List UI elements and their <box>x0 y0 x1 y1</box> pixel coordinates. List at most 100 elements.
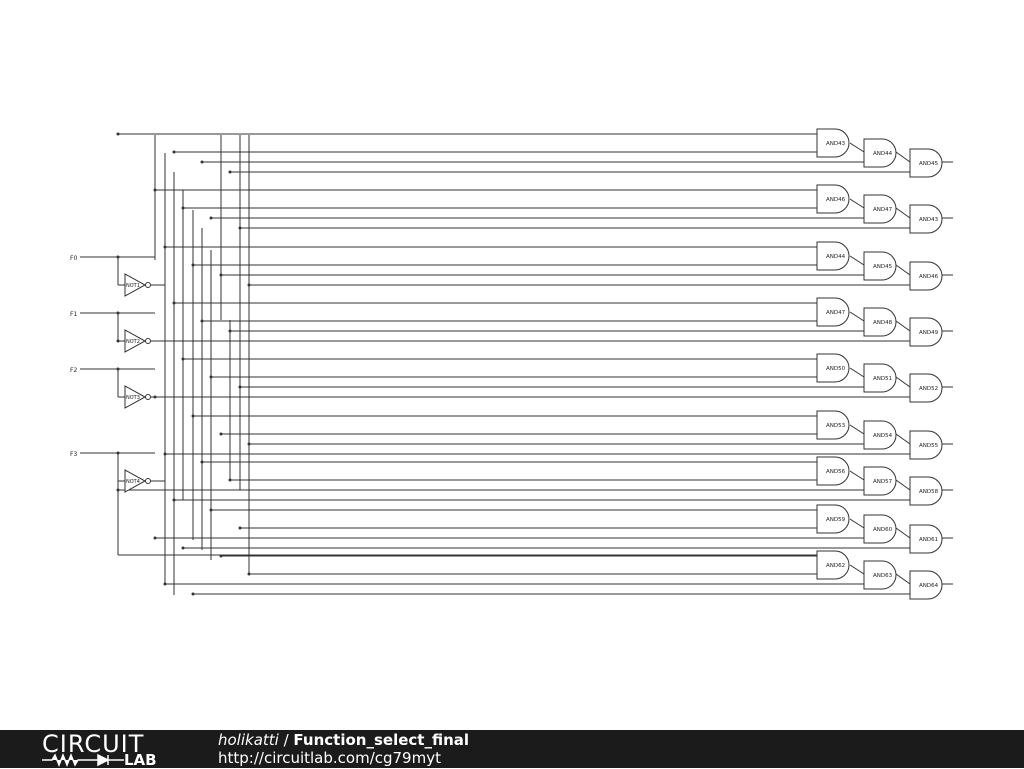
not-gate-label: NOT1 <box>126 283 140 289</box>
and-gate: AND43 <box>816 128 850 158</box>
junction-dot <box>247 283 251 287</box>
resistor-diode-icon <box>42 753 124 767</box>
and-gate-label: AND60 <box>873 527 893 533</box>
and-gate: AND47 <box>863 194 897 224</box>
junction-dot <box>116 132 120 136</box>
and-gate: AND46 <box>816 184 850 214</box>
and-gate-body <box>863 138 897 168</box>
junction-dot <box>191 263 195 267</box>
and-gate: AND43 <box>909 204 943 234</box>
and-gate-body <box>909 570 943 600</box>
junction-dot <box>200 460 204 464</box>
junction-dot <box>181 546 185 550</box>
and-gate-body <box>816 184 850 214</box>
and-gate-body <box>863 420 897 450</box>
chain-wire <box>895 376 911 388</box>
and-gate: AND61 <box>909 524 943 554</box>
not-gate-bubble <box>145 338 151 344</box>
junction-dot <box>238 526 242 530</box>
wires <box>80 133 953 595</box>
and-gate: AND45 <box>909 148 943 178</box>
author-name[interactable]: holikatti <box>218 731 279 749</box>
and-gate-body <box>909 476 943 506</box>
not-gate-body <box>124 385 147 409</box>
and-gate: AND53 <box>816 410 850 440</box>
and-gate: AND63 <box>863 560 897 590</box>
junction-dot <box>181 357 185 361</box>
not-gate-bubble <box>145 478 151 484</box>
and-gate-label: AND62 <box>826 563 845 569</box>
and-gate-body <box>816 353 850 383</box>
input-label: F1 <box>70 311 77 318</box>
junction-dot <box>116 255 120 259</box>
junction-dot <box>116 367 120 371</box>
and-gate: AND50 <box>816 353 850 383</box>
chain-wire <box>849 470 865 481</box>
junction-dot <box>209 216 213 220</box>
and-gates: AND43AND44AND45AND46AND47AND43AND44AND45… <box>816 128 943 600</box>
junction-dot <box>163 582 167 586</box>
junction-dot <box>153 188 157 192</box>
junction-dot <box>116 488 120 492</box>
and-gate: AND57 <box>863 466 897 496</box>
junction-dot <box>247 572 251 576</box>
circuitlab-logo[interactable]: CIRCUIT LAB <box>42 730 182 768</box>
and-gate-label: AND61 <box>919 537 938 543</box>
and-gate-body <box>816 128 850 158</box>
and-gate-body <box>863 251 897 281</box>
and-gate: AND64 <box>909 570 943 600</box>
chain-wire <box>895 264 911 276</box>
junction-dot <box>163 245 167 249</box>
circuit-title[interactable]: Function_select_final <box>293 731 470 749</box>
and-gate-body <box>816 410 850 440</box>
junction-dot <box>172 301 176 305</box>
and-gate-label: AND44 <box>826 254 846 260</box>
and-gate-body <box>816 504 850 534</box>
and-gate-body <box>816 456 850 486</box>
circuit-caption: holikatti / Function_select_final <box>218 731 469 749</box>
and-gate-label: AND48 <box>873 320 893 326</box>
and-gate-body <box>863 194 897 224</box>
and-gate: AND51 <box>863 363 897 393</box>
and-gate-body <box>909 373 943 403</box>
chain-wire <box>849 564 865 575</box>
and-gate-label: AND64 <box>919 583 939 589</box>
input-label: F2 <box>70 367 77 374</box>
chain-wire <box>895 207 911 219</box>
and-gate-body <box>863 560 897 590</box>
and-gate: AND48 <box>863 307 897 337</box>
and-gate-body <box>909 430 943 460</box>
junction-dot <box>191 592 195 596</box>
and-gate-label: AND56 <box>826 469 846 475</box>
and-gate-label: AND46 <box>826 197 846 203</box>
and-gate-label: AND51 <box>873 376 892 382</box>
input-label: F3 <box>70 451 77 458</box>
chain-wire <box>895 573 911 585</box>
junction-dot <box>238 226 242 230</box>
and-gate: AND45 <box>863 251 897 281</box>
junction-dot <box>219 273 223 277</box>
chain-wire <box>895 479 911 491</box>
and-gate-body <box>863 307 897 337</box>
circuit-url[interactable]: http://circuitlab.com/cg79myt <box>218 749 441 767</box>
chain-wire <box>895 527 911 539</box>
junction-dot <box>153 395 157 399</box>
logo-text-circuit: CIRCUIT <box>42 730 145 758</box>
chain-wire <box>895 320 911 332</box>
not-gate-label: NOT4 <box>126 479 140 485</box>
junction-dot <box>247 442 251 446</box>
and-gate-body <box>909 204 943 234</box>
chain-wire <box>849 198 865 209</box>
and-gate-label: AND43 <box>919 217 939 223</box>
and-gate-label: AND59 <box>826 517 846 523</box>
chain-wire <box>849 255 865 266</box>
junction-dot <box>181 206 185 210</box>
and-gate: AND47 <box>816 297 850 327</box>
and-gate: AND52 <box>909 373 943 403</box>
and-gate-body <box>863 466 897 496</box>
chain-wire <box>849 142 865 153</box>
and-gate: AND56 <box>816 456 850 486</box>
chain-wire <box>849 311 865 322</box>
